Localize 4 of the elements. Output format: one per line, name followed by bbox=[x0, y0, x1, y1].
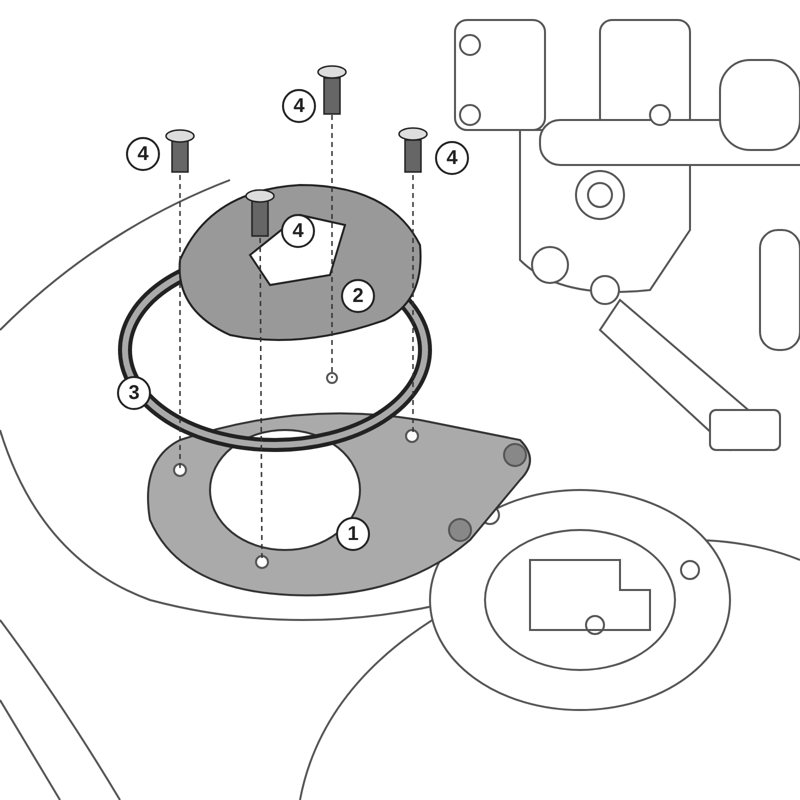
callout-number: 4 bbox=[126, 137, 160, 171]
callout-number: 4 bbox=[435, 141, 469, 175]
callout-number: 4 bbox=[282, 89, 316, 123]
callout-number: 3 bbox=[117, 376, 151, 410]
